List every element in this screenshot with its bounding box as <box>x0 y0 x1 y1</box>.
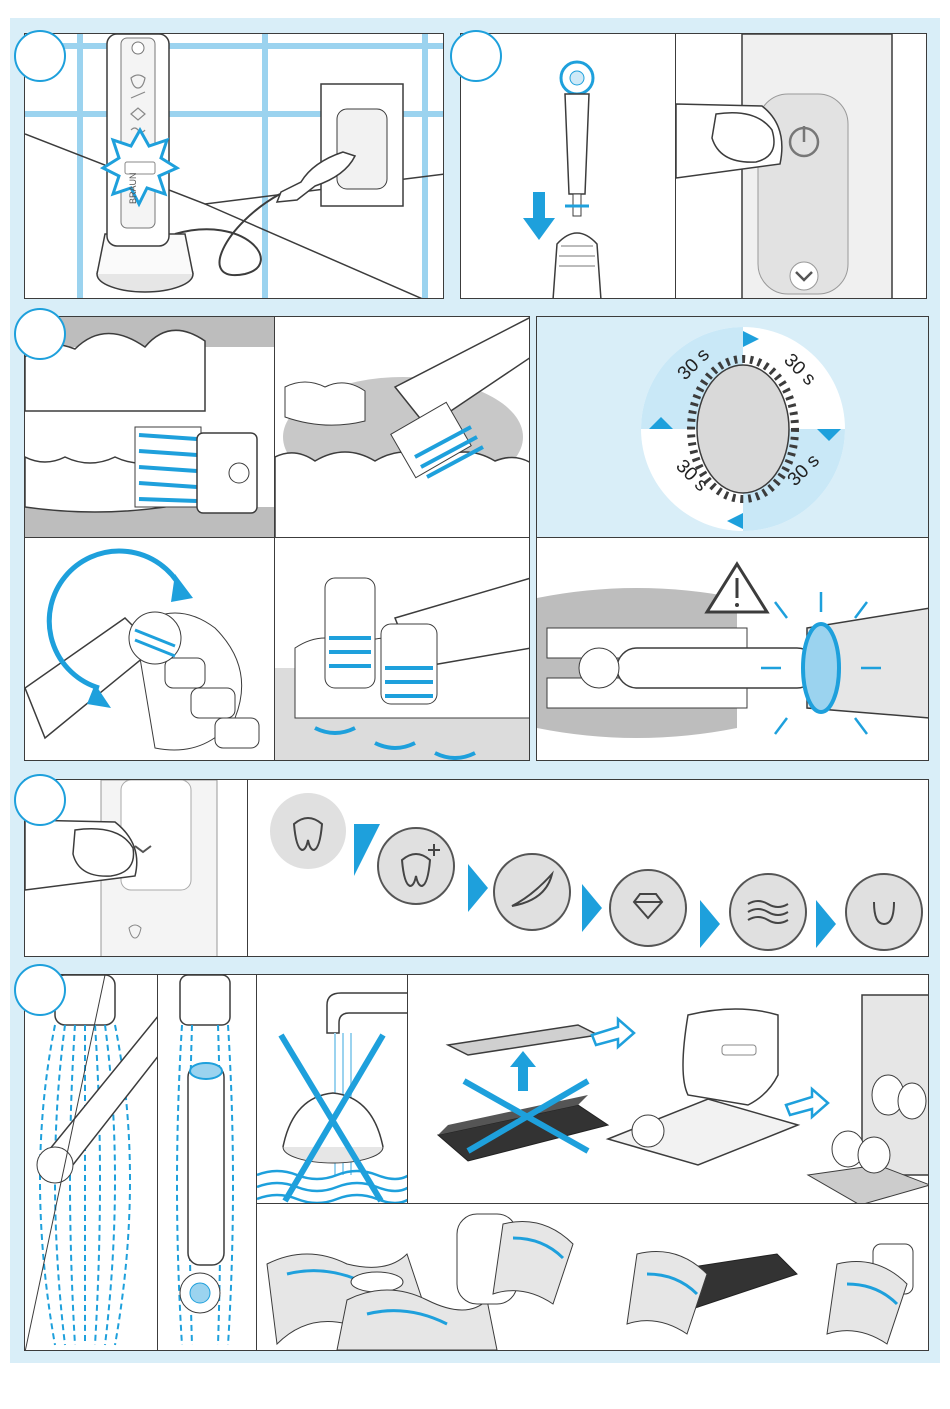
brush-along-teeth-illustration <box>275 538 530 761</box>
arrow-right-icon <box>700 900 720 948</box>
power-button-illustration <box>676 34 927 299</box>
step-5-marker <box>14 964 66 1016</box>
panel-brush-along-teeth <box>274 537 530 761</box>
panel-brush-inner-teeth <box>274 316 530 538</box>
panel-charging: BRAUN <box>24 33 444 299</box>
panel-brush-front-teeth <box>24 316 275 538</box>
charging-illustration: BRAUN <box>25 34 444 299</box>
right-arrow-icon <box>592 1019 634 1047</box>
mode-tongue-clean <box>846 874 922 950</box>
mode-pro-clean <box>378 828 454 904</box>
step-1-marker <box>14 30 66 82</box>
panel-timer: 30 s 30 s 30 s 30 s <box>536 316 929 538</box>
up-arrow-icon <box>510 1051 536 1067</box>
mode-whitening <box>610 870 686 946</box>
wipe-dry-illustration <box>257 1204 929 1351</box>
panel-power-button <box>675 33 927 299</box>
chevron-down-button <box>790 262 818 290</box>
quadrant-timer-illustration: 30 s 30 s 30 s 30 s <box>537 317 929 538</box>
instruction-sheet: BRAUN <box>10 18 940 1363</box>
modes-sequence <box>248 780 929 957</box>
panel-dishwasher-accessories <box>407 974 929 1204</box>
mode-daily-clean <box>270 793 346 869</box>
panel-brush-circular <box>24 537 275 761</box>
arrow-right-icon <box>816 900 836 948</box>
arrow-right-icon <box>354 824 380 876</box>
panel-rinse-handle <box>24 974 158 1351</box>
dishwasher-accessories-illustration <box>408 975 929 1204</box>
rinse-head-illustration <box>158 975 257 1351</box>
handle-logo: BRAUN <box>128 172 138 204</box>
rinse-handle-illustration <box>25 975 158 1351</box>
step-3-marker <box>14 308 66 360</box>
step-2-marker <box>450 30 502 82</box>
panel-pressure-warning <box>536 537 929 761</box>
pressure-light-ring <box>803 624 839 712</box>
panel-rinse-head <box>157 974 257 1351</box>
no-water-base-illustration <box>257 975 408 1204</box>
right-arrow-icon <box>786 1089 828 1117</box>
brush-front-teeth-illustration <box>25 317 275 538</box>
arrow-right-icon <box>468 864 488 912</box>
pressure-warning-illustration <box>537 538 929 761</box>
panel-modes <box>247 779 929 957</box>
panel-no-dishwasher-base <box>256 974 408 1204</box>
brush-circular-illustration <box>25 538 275 761</box>
panel-wipe-dry <box>256 1203 929 1351</box>
step-4-marker <box>14 774 66 826</box>
brush-inner-teeth-illustration <box>275 317 530 538</box>
arrow-right-icon <box>582 884 602 932</box>
down-arrow-icon <box>523 218 555 240</box>
